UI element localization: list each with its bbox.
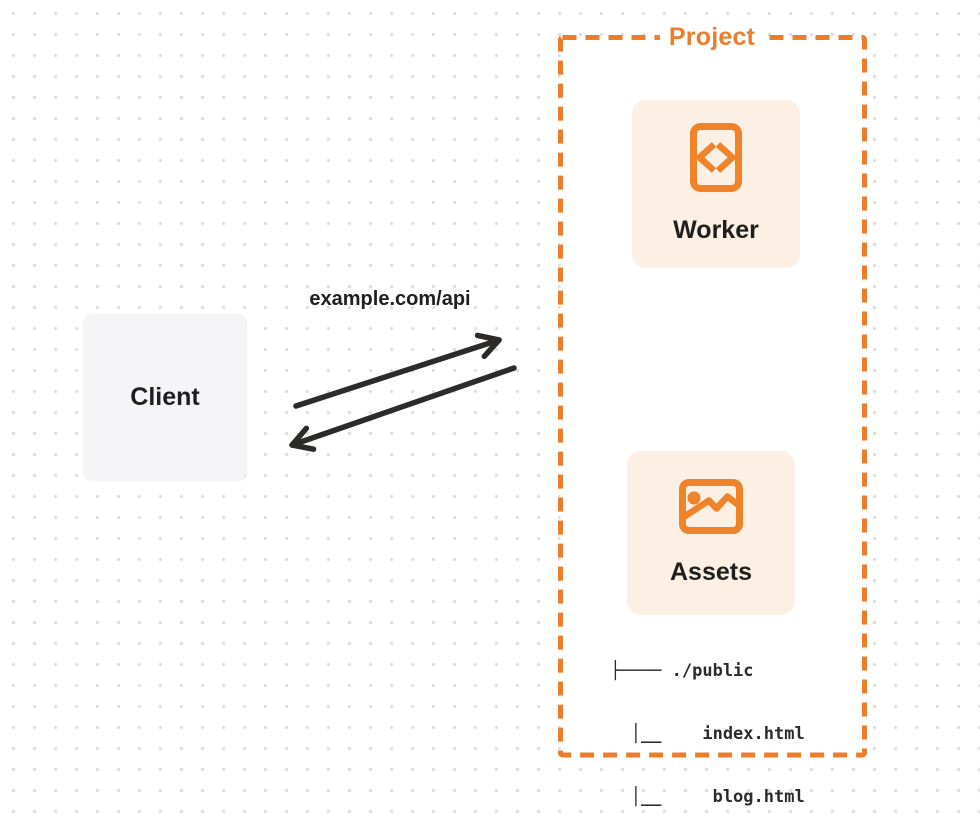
request-url-label: example.com/api [309,288,471,310]
assets-label: Assets [670,558,752,586]
file-tree-line: │__ blog.html [600,787,805,807]
client-node: Client [83,314,247,480]
assets-node: Assets [627,451,795,615]
worker-node: Worker [632,100,800,268]
response-arrow [289,365,517,452]
client-label: Client [130,382,200,411]
file-tree-line: │__ index.html [600,724,805,744]
file-tree-line: ├──── ./public [600,661,754,681]
image-icon [679,479,743,534]
worker-label: Worker [673,216,759,244]
file-tree: ├──── ./public │__ index.html │__ blog.h… [600,619,805,818]
project-label: Project [659,22,765,52]
request-arrow [293,332,502,409]
code-file-icon [690,123,742,192]
